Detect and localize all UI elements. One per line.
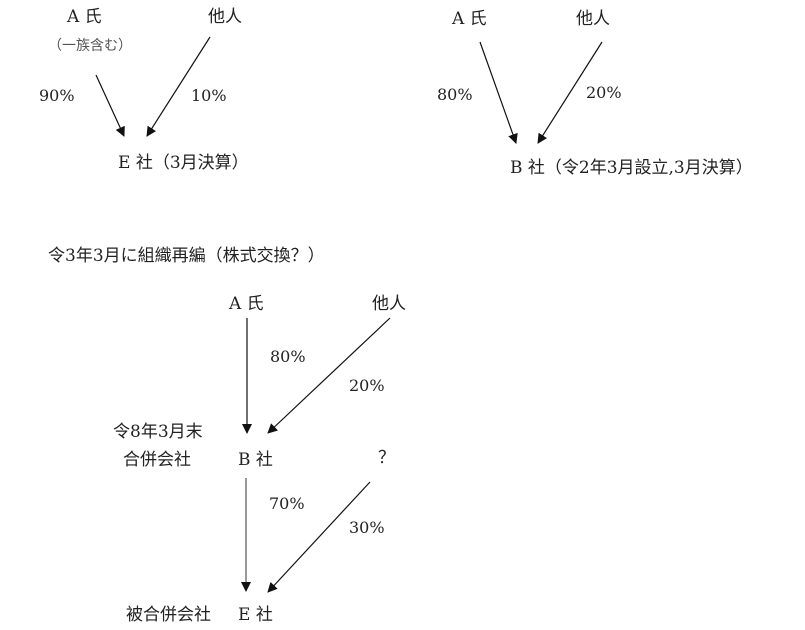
arrow-a-to-b	[479, 41, 518, 144]
d3-pct-unknown: 30%	[349, 518, 385, 537]
d3-pct-a: 80%	[270, 347, 306, 366]
d2-company-b: B 社（令2年3月設立,3月決算）	[510, 158, 753, 178]
d3-merged-role: 被合併会社	[126, 605, 211, 625]
d3-merger-role: 合併会社	[123, 450, 191, 470]
d3-unknown-holder: ？	[378, 448, 395, 468]
arrow-a-to-e	[95, 74, 125, 137]
d3-company-e: E 社	[238, 605, 273, 625]
d1-shareholder-a-note: （一族含む）	[48, 38, 132, 54]
d1-pct-other: 10%	[191, 86, 227, 105]
d3-shareholder-other: 他人	[372, 294, 406, 314]
d3-merger-date: 令8年3月末	[113, 422, 203, 442]
d2-pct-a: 80%	[437, 85, 473, 104]
d3-pct-other: 20%	[349, 376, 385, 395]
d1-shareholder-a: A 氏	[67, 7, 102, 27]
arrow-other-to-b-3	[267, 317, 391, 434]
reorganization-heading: 令3年3月に組織再編（株式交換？）	[48, 246, 325, 266]
d3-shareholder-a: A 氏	[229, 294, 264, 314]
d2-shareholder-a: A 氏	[452, 9, 487, 29]
d1-pct-a: 90%	[39, 86, 75, 105]
d2-pct-other: 20%	[586, 83, 622, 102]
d3-pct-b: 70%	[269, 494, 305, 513]
d3-company-b: B 社	[238, 450, 273, 470]
arrow-other-to-e	[146, 36, 211, 137]
d2-shareholder-other: 他人	[576, 9, 610, 29]
arrow-unknown-to-e	[267, 481, 371, 593]
d1-shareholder-other: 他人	[208, 7, 242, 27]
arrow-other-to-b	[537, 41, 603, 144]
d1-company-e: E 社（3月決算）	[118, 153, 249, 173]
